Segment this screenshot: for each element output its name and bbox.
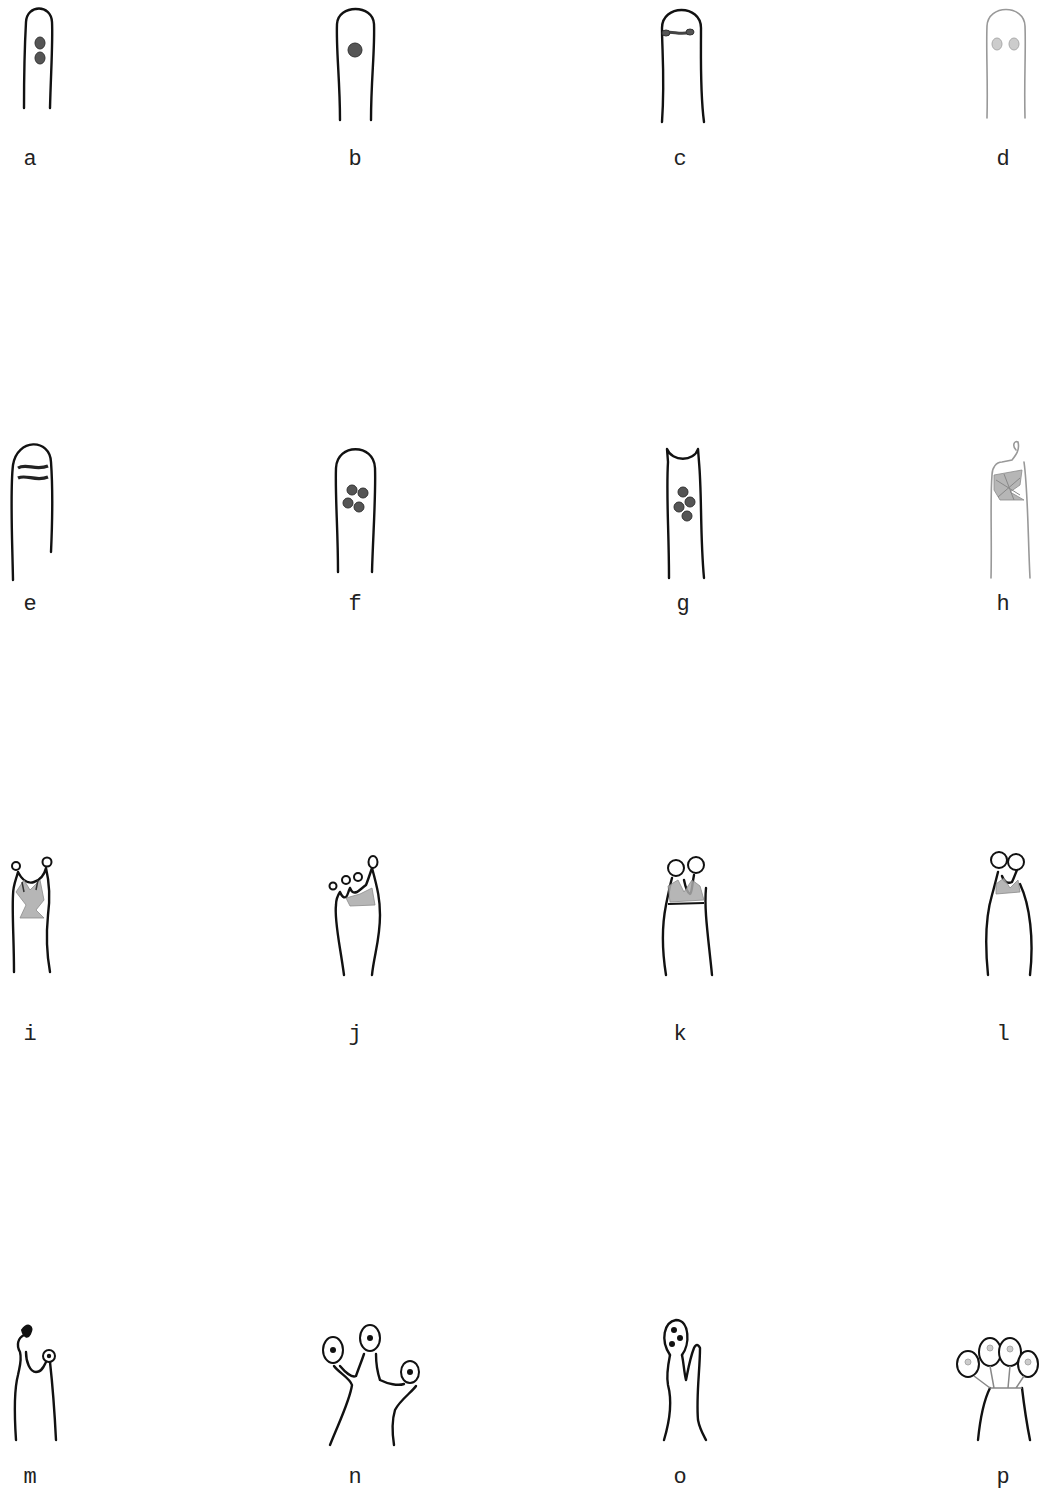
figure-letter: o [673, 1467, 686, 1489]
basidium-figure [336, 449, 375, 572]
basidium-figure [337, 9, 374, 120]
basidium-figure [987, 10, 1026, 119]
basidium-figure [667, 449, 704, 578]
figure-letter: j [348, 1024, 361, 1046]
basidium-figure [12, 858, 52, 973]
figure-letter: n [348, 1467, 361, 1489]
figure-letter: g [676, 594, 689, 616]
basidium-figure [323, 1325, 419, 1445]
basidium-figure [15, 1326, 56, 1440]
basidium-figure [957, 1338, 1038, 1440]
figure-letter: c [673, 149, 686, 171]
figure-letter: b [348, 149, 361, 171]
figure-letter: d [996, 149, 1009, 171]
basidium-figure [330, 856, 381, 975]
figure-letter: a [23, 149, 36, 171]
figure-letter: m [23, 1467, 36, 1489]
basidium-figure [986, 852, 1031, 975]
basidium-figure [663, 857, 712, 975]
basidium-figure [24, 9, 52, 109]
basidium-figure [11, 444, 52, 580]
figure-letter: f [348, 594, 361, 616]
figure-letter: i [23, 1024, 36, 1046]
figure-letter: e [23, 594, 36, 616]
figure-letter: h [996, 594, 1009, 616]
figure-letter: l [996, 1024, 1009, 1046]
basidium-figure [664, 1320, 706, 1440]
figure-letter: k [673, 1024, 686, 1046]
basidium-figure [662, 10, 704, 122]
figure-letter: p [996, 1467, 1009, 1489]
basidium-figure [991, 442, 1030, 578]
